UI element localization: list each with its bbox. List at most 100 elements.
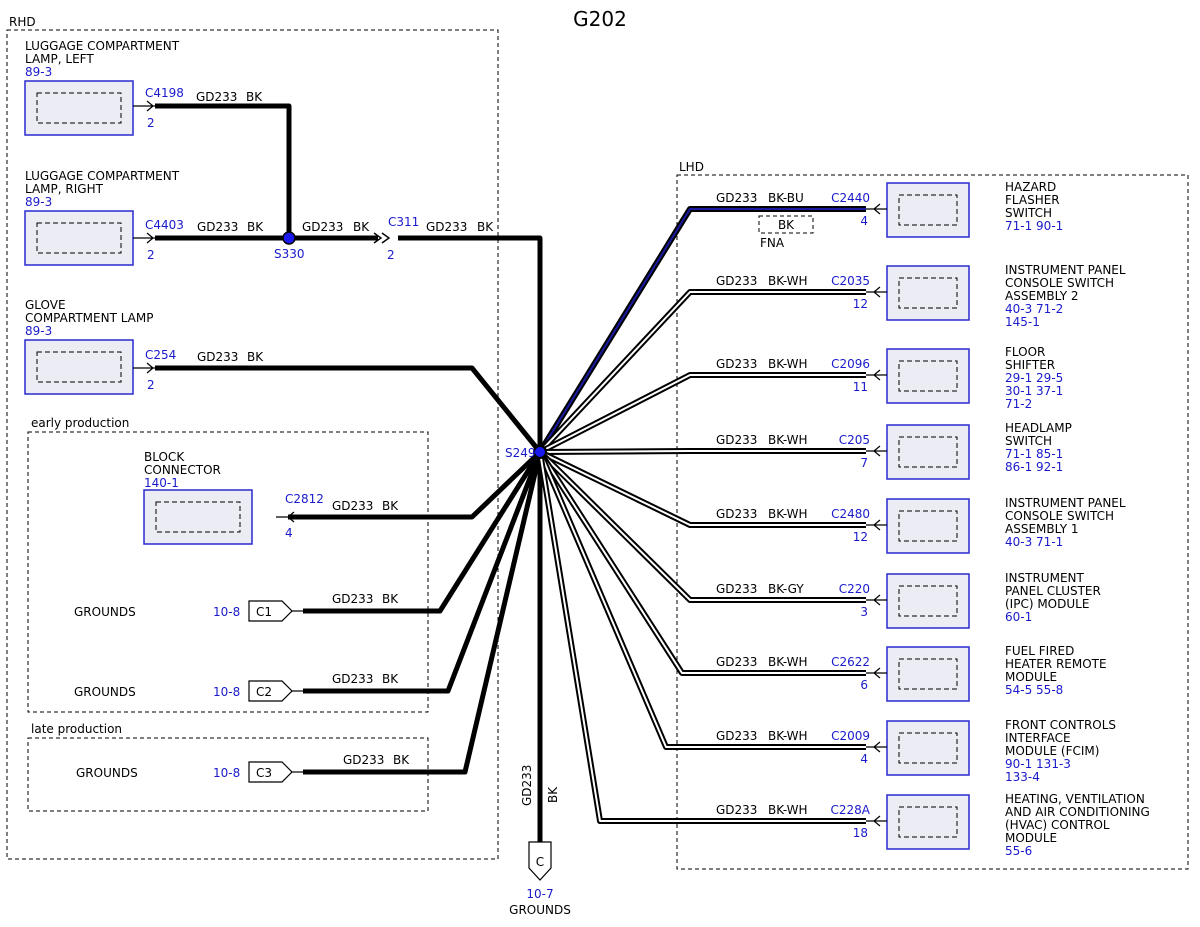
component-outline	[898, 585, 958, 617]
component-outline	[36, 351, 122, 383]
wire-circuit-label: GD233	[716, 803, 757, 817]
wire-circuit-label: GD233	[716, 357, 757, 371]
pin-number: 4	[860, 752, 868, 766]
component-name: HEATING, VENTILATION	[1005, 792, 1145, 806]
main-ground-label: GROUNDS	[509, 903, 571, 917]
pin-arrow	[866, 815, 887, 827]
lhd-region	[676, 174, 1189, 870]
pin-number: 4	[860, 214, 868, 228]
diagram-title: G202	[573, 7, 627, 31]
wire-stripe	[539, 208, 866, 453]
component-outline	[155, 501, 241, 533]
component-body	[886, 348, 970, 404]
fna-color-label: BK	[778, 218, 795, 232]
component-outline	[36, 92, 122, 124]
wire-color-label: BK	[353, 220, 370, 234]
component-name: (HVAC) CONTROL	[1005, 818, 1110, 832]
connector-id: C4403	[145, 218, 184, 232]
component-name: (IPC) MODULE	[1005, 597, 1089, 611]
connector-id: C2440	[831, 191, 870, 205]
wire-c2812	[288, 450, 542, 520]
component-name: INTERFACE	[1005, 731, 1071, 745]
component-ref: 55-6	[1005, 844, 1032, 858]
component-ref: 29-1 29-5	[1005, 371, 1063, 385]
connector-id: C2096	[831, 357, 870, 371]
pin-number: 4	[285, 526, 293, 540]
wire-c311-s249	[398, 235, 543, 452]
ground-ref: 10-8	[213, 766, 240, 780]
wire-base	[537, 206, 866, 454]
wire-circuit-label: GD233	[197, 350, 238, 364]
ground-tag-shape	[248, 680, 293, 702]
component-body	[886, 182, 970, 238]
wire-circuit-label: GD233	[716, 274, 757, 288]
connector-id: C2812	[285, 492, 324, 506]
component-ref: 133-4	[1005, 770, 1040, 784]
splice-s249	[533, 445, 547, 459]
wire-color-label: BK-WH	[768, 803, 808, 817]
component-name: FUEL FIRED	[1005, 644, 1074, 658]
component-name: FLOOR	[1005, 345, 1045, 359]
component-ref: 54-5 55-8	[1005, 683, 1063, 697]
component-ref: 71-1 90-1	[1005, 219, 1063, 233]
pin-arrow	[133, 100, 155, 112]
wire-circuit-label: GD233	[302, 220, 343, 234]
component-outline	[36, 222, 122, 254]
component-c2009	[886, 720, 970, 776]
wire-stripe	[539, 451, 866, 526]
ground-tag-shape	[248, 761, 293, 783]
component-outline	[898, 732, 958, 764]
component-name: ASSEMBLY 2	[1005, 289, 1078, 303]
pin-number: 18	[853, 826, 868, 840]
component-body	[886, 573, 970, 629]
early-production-label: early production	[31, 416, 129, 430]
pin-arrow	[133, 362, 155, 374]
wire-circuit-label: GD233	[716, 507, 757, 521]
component-name: SWITCH	[1005, 206, 1052, 220]
component-c2812	[143, 489, 253, 545]
wire-color-label: BK	[477, 220, 494, 234]
component-ref: 40-3 71-1	[1005, 535, 1063, 549]
lhd-region-label: LHD	[679, 160, 704, 174]
wire-stripe	[539, 450, 866, 453]
component-name: LAMP, RIGHT	[25, 182, 104, 196]
main-ground-tag-shape	[528, 841, 552, 881]
component-body	[886, 424, 970, 480]
wire-circuit-label: GD233	[332, 499, 373, 513]
component-outline	[898, 806, 958, 838]
rhd-region-label: RHD	[9, 15, 36, 29]
component-ref: 140-1	[144, 476, 179, 490]
wire-c2035	[537, 289, 866, 455]
component-name: SHIFTER	[1005, 358, 1055, 372]
wire-circuit-label: GD233	[716, 729, 757, 743]
wire-c3	[303, 451, 543, 775]
rhd-region	[6, 29, 499, 860]
wire-c2096	[538, 372, 866, 455]
wire-color-label: BK-WH	[768, 729, 808, 743]
component-outline	[898, 658, 958, 690]
connector-id: C228A	[831, 803, 871, 817]
pin-number: 2	[147, 378, 155, 392]
pin-arrow	[866, 369, 887, 381]
wire-color-label: BK-WH	[768, 507, 808, 521]
component-name: MODULE	[1005, 831, 1057, 845]
wire-stripe	[539, 451, 866, 748]
pin-arrow	[133, 232, 155, 244]
wire-stripe	[539, 451, 866, 674]
wire-stripe	[539, 291, 866, 453]
component-c254	[24, 339, 134, 395]
component-c4198	[24, 80, 134, 136]
fna-label: FNA	[760, 236, 785, 250]
wire-c1	[303, 450, 543, 614]
component-c2440	[886, 182, 970, 238]
wire-c4198	[155, 103, 292, 238]
component-c2622	[886, 646, 970, 702]
wire-circuit-label: GD233	[332, 592, 373, 606]
component-name: LAMP, LEFT	[25, 52, 94, 66]
wire-circuit-label: GD233	[716, 191, 757, 205]
component-name: CONNECTOR	[144, 463, 221, 477]
wire-color-label: BK	[382, 499, 399, 513]
component-ref: 145-1	[1005, 315, 1040, 329]
component-c228a	[886, 794, 970, 850]
